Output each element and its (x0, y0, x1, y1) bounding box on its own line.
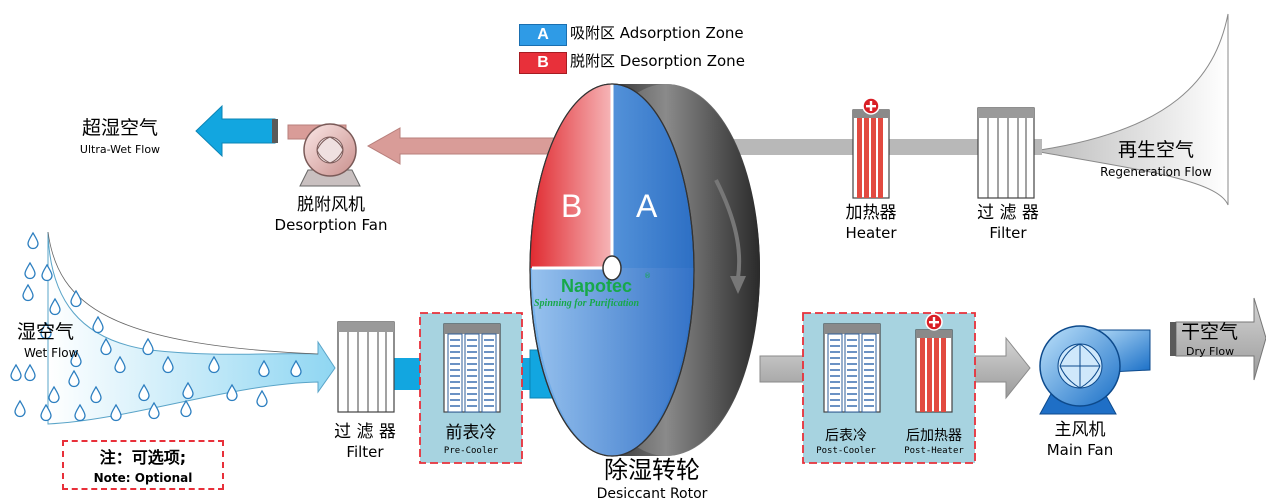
dry-air-label-en: Dry Flow (1186, 345, 1235, 358)
post-heater-icon (915, 313, 953, 413)
rotor-zone-b-letter: B (561, 188, 583, 224)
dry-flow-outlet-arrow (1170, 297, 1266, 381)
post-heater-label-cn: 后加热器 (906, 428, 962, 444)
wet-air-label-en: Wet Flow (24, 346, 79, 360)
heater-icon (852, 97, 890, 199)
heater-label-cn: 加热器 (845, 203, 897, 223)
note-label-en: Note: Optional (93, 471, 193, 485)
regen-filter-icon (977, 107, 1035, 199)
dry-air-label-cn: 干空气 (1181, 321, 1239, 343)
regen-filter-label-cn: 过 滤 器 (977, 203, 1039, 223)
post-heater-label-en: Post-Heater (904, 446, 964, 456)
brand-registered-mark: ® (644, 272, 651, 280)
rotor-zone-a-letter: A (636, 188, 658, 224)
brand-name: Napotec (561, 276, 633, 296)
desorption-legend-label: 脱附区 Desorption Zone (570, 52, 745, 70)
process-filter-label-cn: 过 滤 器 (334, 422, 396, 442)
post-cooler-label-cn: 后表冷 (825, 428, 867, 444)
adsorption-legend-label: 吸附区 Adsorption Zone (570, 24, 744, 42)
ultra-wet-label-en: Ultra-Wet Flow (79, 143, 161, 156)
ultra-wet-label-cn: 超湿空气 (81, 117, 159, 139)
regen-filter-label-en: Filter (989, 224, 1027, 242)
desorption-legend-swatch: B (519, 52, 567, 74)
desorption-fan-icon (299, 123, 361, 187)
regeneration-label-cn: 再生空气 (1117, 139, 1195, 161)
note-label-cn: 注：可选项; (99, 448, 187, 467)
brand-slogan: Spinning for Purification (534, 298, 640, 309)
wet-air-label-cn: 湿空气 (17, 321, 75, 343)
desiccant-rotor-icon (529, 83, 760, 457)
main-fan-label-en: Main Fan (1046, 441, 1114, 459)
rotor-label-en: Desiccant Rotor (596, 486, 708, 502)
desorption-fan-label-en: Desorption Fan (274, 216, 388, 234)
rotation-arrow-icon (714, 179, 742, 279)
desorption-fan-label-cn: 脱附风机 (297, 195, 365, 215)
process-filter-icon (337, 321, 395, 413)
pre-cooler-label-en: Pre-Cooler (443, 446, 499, 456)
ultra-wet-outlet-arrow (195, 104, 278, 158)
pre-cooler-coil-icon (443, 323, 501, 413)
main-fan-icon (1039, 325, 1151, 415)
adsorption-legend-swatch: A (519, 24, 567, 46)
main-fan-label-cn: 主风机 (1054, 420, 1106, 440)
process-filter-label-en: Filter (346, 443, 384, 461)
post-cooler-coil-icon (823, 323, 881, 413)
heater-label-en: Heater (845, 224, 897, 242)
rotor-label-cn: 除湿转轮 (604, 456, 700, 484)
pre-cooler-label-cn: 前表冷 (445, 423, 497, 443)
post-cooler-label-en: Post-Cooler (816, 446, 876, 456)
optional-note-box: 注：可选项; Note: Optional (62, 440, 224, 490)
regeneration-label-en: Regeneration Flow (1100, 165, 1212, 179)
